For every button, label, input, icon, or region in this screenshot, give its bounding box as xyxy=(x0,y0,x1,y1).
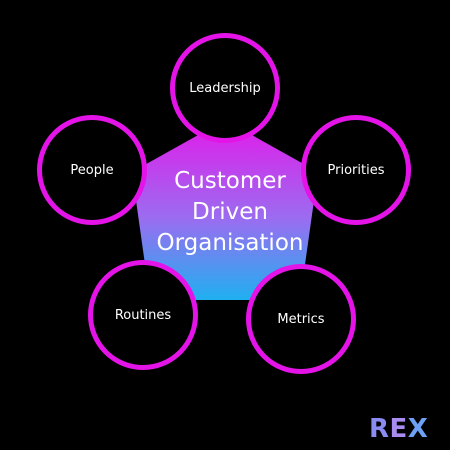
node-people: People xyxy=(37,115,147,225)
node-priorities: Priorities xyxy=(301,115,411,225)
node-people-label: People xyxy=(70,162,114,178)
node-leadership-label: Leadership xyxy=(189,80,261,96)
node-routines-label: Routines xyxy=(114,307,172,323)
node-priorities-label: Priorities xyxy=(327,162,385,178)
logo-letter-x: X xyxy=(407,414,429,444)
center-label-line-3: Organisation xyxy=(156,230,304,256)
logo-letter-e: E xyxy=(389,414,408,444)
rex-logo: REX xyxy=(369,415,428,443)
logo-letter-r: R xyxy=(369,414,390,444)
node-leadership: Leadership xyxy=(170,33,280,143)
center-label: Customer Driven Organisation xyxy=(148,166,312,259)
node-metrics-label: Metrics xyxy=(277,311,325,327)
center-label-line-2: Driven xyxy=(192,199,268,225)
node-metrics: Metrics xyxy=(246,264,356,374)
node-routines: Routines xyxy=(88,260,198,370)
center-pentagon xyxy=(132,120,318,300)
center-label-line-1: Customer xyxy=(174,168,286,194)
